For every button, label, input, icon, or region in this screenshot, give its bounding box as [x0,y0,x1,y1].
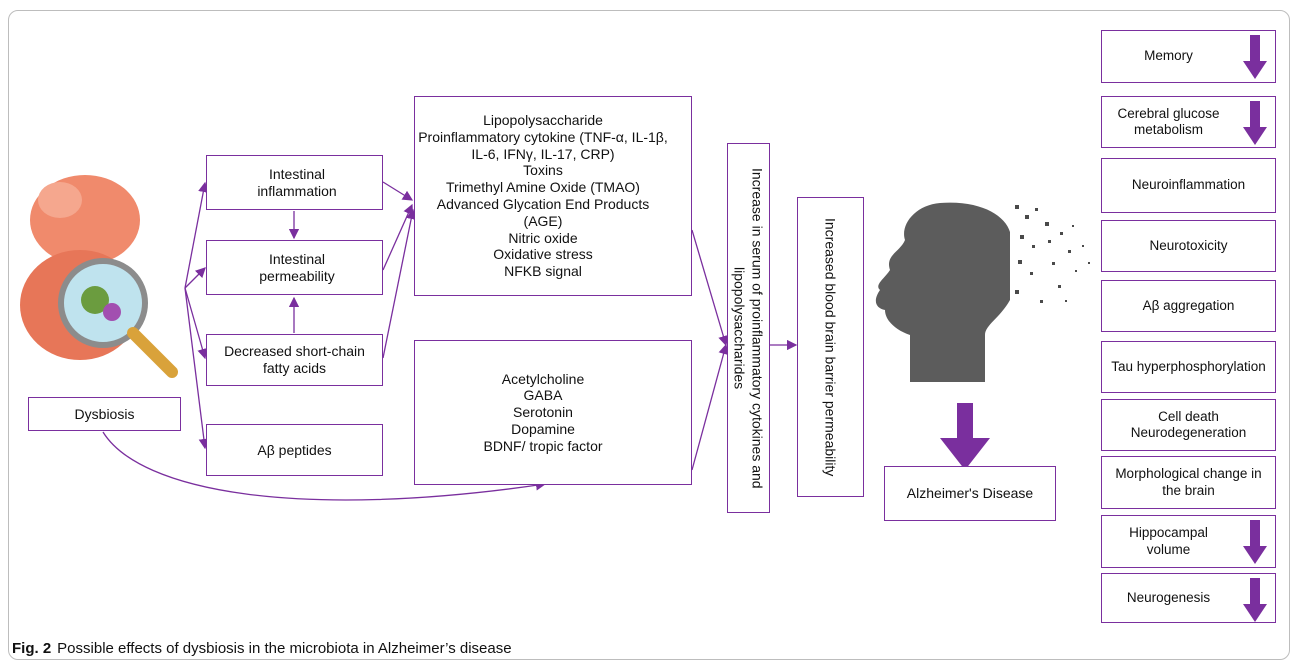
down-arrow-icon [1243,578,1267,622]
scfa-label: Decreased short-chain fatty acids [224,343,365,376]
caption-text: Possible effects of dysbiosis in the mic… [57,640,512,657]
decreased-factors-list: Acetylcholine GABA Serotonin Dopamine BD… [483,371,602,455]
effect-box: Neurogenesis [1101,573,1276,623]
effect-label: Tau hyperphosphorylation [1111,358,1266,374]
effect-label: Cell death Neurodegeneration [1130,408,1247,440]
intestine-magnifier-icon [20,175,178,378]
alzheimers-disease-box: Alzheimer's Disease [884,466,1056,521]
arrow-inflammation-factors [382,181,414,201]
factor-item: Serotonin [513,404,573,421]
factor-item: BDNF/ tropic factor [483,437,603,454]
serum-box: Increase in serum of proinflammatory cyt… [727,143,770,513]
effect-label: Cerebral glucose metabolism [1117,105,1220,137]
caption-label: Fig. 2 [12,640,52,657]
arrow-gut-scfa [184,287,208,360]
factor-item: Oxidative stress [493,246,593,263]
arrow-gut-inflammation [184,181,209,289]
effect-box: Cell death Neurodegeneration [1101,399,1276,451]
head-silhouette-icon [875,202,1090,382]
effect-box: Morphological change in the brain [1101,456,1276,509]
factor-item: Toxins [523,162,563,179]
effect-box: Memory [1101,30,1276,83]
abeta-peptides-label: Aβ peptides [257,441,332,458]
dysbiosis-box: Dysbiosis [28,397,181,431]
figure-frame [8,10,1290,660]
figure-caption: Fig. 2 Possible effects of dysbiosis in t… [12,640,512,657]
decreased-factors-box: Acetylcholine GABA Serotonin Dopamine BD… [414,340,692,485]
increased-factors-box: Lipopolysaccharide Proinflammatory cytok… [414,96,692,296]
bbb-box: Increased blood brain barrier permeabili… [797,197,864,497]
down-arrow-icon [1243,35,1267,79]
arrow-scfa-factors [382,208,417,359]
intestinal-permeability-label: Intestinal permeability [259,250,335,284]
intestinal-inflammation-box: Intestinal inflammation [206,155,383,210]
effect-box: Aβ aggregation [1101,280,1276,332]
effect-label: Memory [1144,48,1193,64]
arrow-decreased-serum [691,343,729,471]
bbb-label: Increased blood brain barrier permeabili… [822,217,839,477]
effect-label: Hippocampal volume [1129,525,1208,557]
abeta-peptides-box: Aβ peptides [206,424,383,476]
down-arrow-icon [1243,101,1267,145]
effect-box: Neurotoxicity [1101,220,1276,272]
factor-item: Lipopolysaccharide [483,112,603,129]
factor-item: GABA [523,387,563,404]
factor-item: Advanced Glycation End Products (AGE) [436,196,650,229]
arrow-gut-permeability [184,267,206,289]
effect-box: Neuroinflammation [1101,158,1276,213]
intestinal-permeability-box: Intestinal permeability [206,240,383,295]
arrow-factors-serum [691,229,729,347]
factor-item: Proinflammatory cytokine (TNF-α, IL-1β, … [418,128,668,162]
effect-label: Neuroinflammation [1131,177,1246,193]
factor-item: Nitric oxide [508,229,578,246]
effect-label: Morphological change in the brain [1115,466,1262,498]
factor-item: Acetylcholine [501,370,585,387]
arrow-gut-abeta [184,287,210,450]
increased-factors-list: Lipopolysaccharide Proinflammatory cytok… [418,112,668,280]
scfa-box: Decreased short-chain fatty acids [206,334,383,386]
arrow-dysbiosis-decreased [102,431,547,501]
factor-item: Dopamine [511,420,575,437]
down-arrow-icon [940,403,990,470]
dysbiosis-label: Dysbiosis [74,405,135,422]
intestinal-inflammation-label: Intestinal inflammation [257,165,337,199]
effect-label: Neurotoxicity [1149,237,1228,253]
serum-label: Increase in serum of proinflammatory cyt… [731,167,766,489]
factor-item: Trimethyl Amine Oxide (TMAO) [446,179,640,196]
factor-item: NFKB signal [504,263,582,280]
alzheimers-disease-label: Alzheimer's Disease [906,485,1034,502]
down-arrow-icon [1243,520,1267,564]
effect-box: Tau hyperphosphorylation [1101,341,1276,393]
effect-label: Aβ aggregation [1142,297,1235,313]
effect-box: Cerebral glucose metabolism [1101,96,1276,148]
effect-box: Hippocampal volume [1101,515,1276,568]
effect-label: Neurogenesis [1126,589,1211,605]
